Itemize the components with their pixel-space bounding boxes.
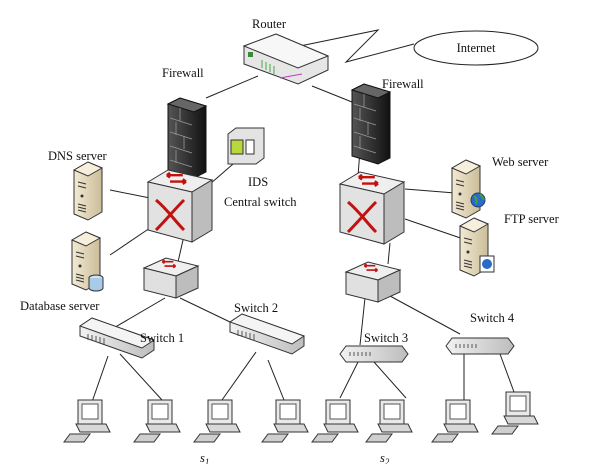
central-switch-label: Central switch <box>224 195 297 209</box>
link-s3-pc5 <box>339 361 359 399</box>
link-router-firewall-right <box>311 85 353 103</box>
web-server-icon <box>451 159 486 219</box>
switch3-icon <box>339 345 409 363</box>
central-switch-icon <box>146 169 214 243</box>
link-router-firewall-left <box>205 75 259 99</box>
pc-3-icon <box>193 399 241 443</box>
segment-s1-label: s1 <box>200 451 209 464</box>
pc-4-icon <box>261 399 309 443</box>
link-s2-pc3 <box>221 351 257 401</box>
central-switch-right-icon <box>338 171 406 245</box>
link-s1-pc2 <box>119 353 163 401</box>
pc-1-icon <box>63 399 111 443</box>
link-swr-switch4 <box>389 295 461 335</box>
router-label: Router <box>252 17 287 31</box>
database-server-icon <box>71 231 104 292</box>
link-s1-pc1 <box>91 355 109 403</box>
link-central-swr <box>387 242 391 265</box>
link-swl-switch2 <box>179 297 231 323</box>
pc-6-icon <box>365 399 413 443</box>
switch4-icon <box>445 337 515 355</box>
switch2-icon <box>229 313 305 355</box>
pc-2-icon <box>133 399 181 443</box>
switch3-label: Switch 3 <box>364 331 408 345</box>
link-db-central <box>109 227 151 256</box>
dns-server-icon <box>73 161 103 221</box>
internet-label: Internet <box>457 41 496 55</box>
router-icon <box>242 33 330 85</box>
web-server-label: Web server <box>492 155 549 169</box>
ids-label: IDS <box>248 175 268 189</box>
pc-8-icon <box>491 391 539 435</box>
ftp-server-icon <box>459 217 495 277</box>
firewall-left-icon <box>167 97 207 179</box>
link-central-web <box>404 188 456 194</box>
switch2-label: Switch 2 <box>234 301 278 315</box>
link-s4-pc8 <box>499 353 515 393</box>
distribution-switch-left-icon <box>142 257 200 299</box>
link-central-sw-left <box>177 239 184 263</box>
switch4-label: Switch 4 <box>470 311 515 325</box>
ftp-server-label: FTP server <box>504 212 560 226</box>
firewall-left-label: Firewall <box>162 66 204 80</box>
link-dns-central <box>109 189 151 199</box>
pc-7-icon <box>431 399 479 443</box>
firewall-right-label: Firewall <box>382 77 424 91</box>
ids-icon <box>227 127 265 165</box>
dns-server-label: DNS server <box>48 149 108 163</box>
link-s2-pc4 <box>267 359 285 401</box>
database-server-label: Database server <box>20 299 100 313</box>
internet-cloud <box>413 30 539 66</box>
link-s3-pc6 <box>373 361 407 399</box>
segment-s2-label: s2 <box>380 451 390 464</box>
link-swr-switch3 <box>359 297 366 346</box>
switch1-label: Switch 1 <box>140 331 184 345</box>
distribution-switch-right-icon <box>344 261 402 303</box>
pc-5-icon <box>311 399 359 443</box>
firewall-right-icon <box>351 83 391 165</box>
link-router-internet <box>299 29 415 63</box>
